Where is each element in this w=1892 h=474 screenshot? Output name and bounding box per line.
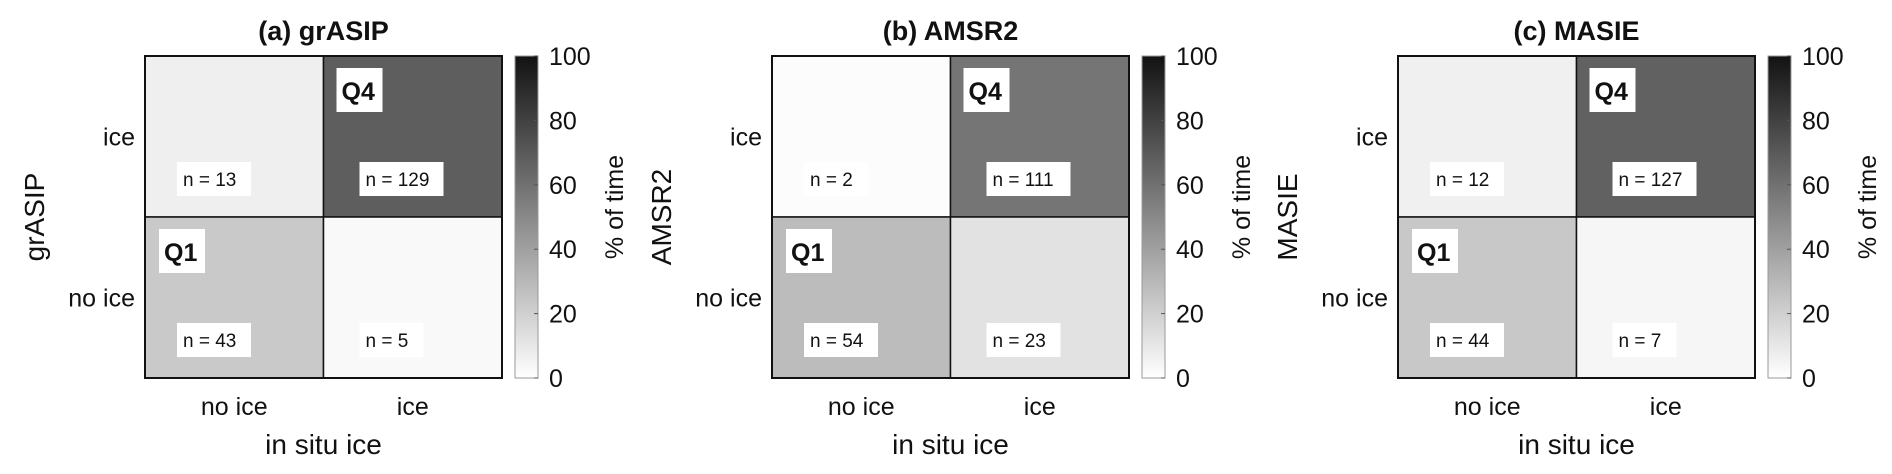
quadrant-label-box <box>963 68 1010 112</box>
quadrant-label: Q1 <box>1417 239 1450 267</box>
quadrant-label-box <box>786 229 832 273</box>
colorbar-tick-label: 80 <box>1176 107 1204 135</box>
x-tick-label: no ice <box>201 393 268 421</box>
axes-frame <box>144 55 503 379</box>
colorbar-tick-label: 20 <box>1802 301 1830 329</box>
count-label: n = 13 <box>183 170 236 191</box>
x-tick-label: ice <box>397 393 429 421</box>
count-label-box <box>359 162 444 196</box>
x-tick-label: no ice <box>1454 393 1521 421</box>
colorbar <box>514 55 539 379</box>
x-tick-label: ice <box>1024 393 1056 421</box>
count-label: n = 43 <box>183 331 236 352</box>
y-axis-label: AMSR2 <box>646 169 677 265</box>
colorbar-tick-label: 20 <box>1176 301 1204 329</box>
colorbar-tick-label: 0 <box>1176 365 1190 393</box>
panel-title: (b) AMSR2 <box>883 16 1019 46</box>
colorbar-tick-label: 100 <box>549 43 591 71</box>
count-label-box <box>1612 162 1697 196</box>
colorbar-tick-label: 100 <box>1802 43 1844 71</box>
colorbar-label: % of time <box>601 155 629 259</box>
y-axis-label: MASIE <box>1272 173 1303 260</box>
colorbar-tick-label: 40 <box>1802 236 1830 264</box>
count-label: n = 5 <box>366 331 409 352</box>
colorbar-tick-label: 80 <box>549 107 577 135</box>
panel-2: (c) MASIE n = 12 n = 127 Q4 n = 44 Q1 n = 7 no … <box>1272 16 1882 460</box>
panel-title: (c) MASIE <box>1513 16 1639 46</box>
count-label-box <box>177 323 251 357</box>
y-axis-label: grASIP <box>19 173 50 262</box>
quadrant-label-box <box>1412 229 1458 273</box>
y-tick-label: no ice <box>695 285 762 313</box>
count-label-box <box>177 162 251 196</box>
count-label-box <box>359 323 424 357</box>
axes-frame <box>1397 55 1756 379</box>
colorbar-label: % of time <box>1228 155 1256 259</box>
count-label: n = 12 <box>1436 170 1489 191</box>
count-label-box <box>1612 323 1677 357</box>
quadrant-label: Q4 <box>342 78 375 106</box>
count-label: n = 23 <box>993 331 1046 352</box>
count-label-box <box>804 162 868 196</box>
panel-1: (b) AMSR2 n = 2 n = 111 Q4 n = 54 Q1 n = 23 no … <box>646 16 1256 460</box>
y-tick-label: ice <box>103 124 135 152</box>
x-tick-label: ice <box>1650 393 1682 421</box>
axes-frame <box>771 55 1130 379</box>
count-label-box <box>804 323 878 357</box>
quadrant-label-box <box>336 68 383 112</box>
count-label-box <box>986 162 1071 196</box>
colorbar-tick-label: 80 <box>1802 107 1830 135</box>
panel-title: (a) grASIP <box>258 16 389 46</box>
quadrant-label-box <box>1589 68 1636 112</box>
count-label: n = 54 <box>810 331 864 352</box>
colorbar-tick-label: 0 <box>549 365 563 393</box>
colorbar-tick-label: 60 <box>1176 172 1204 200</box>
colorbar <box>1141 55 1166 379</box>
y-tick-label: no ice <box>68 285 135 313</box>
count-label: n = 111 <box>993 170 1054 191</box>
x-tick-label: no ice <box>828 393 895 421</box>
colorbar-label: % of time <box>1854 155 1882 259</box>
colorbar-tick-label: 40 <box>549 236 577 264</box>
quadrant-label: Q1 <box>164 239 197 267</box>
colorbar-tick-label: 40 <box>1176 236 1204 264</box>
count-label-box <box>1430 162 1504 196</box>
x-axis-label: in situ ice <box>265 429 382 460</box>
quadrant-label: Q4 <box>1595 78 1628 106</box>
quadrant-label: Q4 <box>969 78 1002 106</box>
colorbar-tick-label: 20 <box>549 301 577 329</box>
y-tick-label: ice <box>1356 124 1388 152</box>
count-label-box <box>1430 323 1504 357</box>
colorbar-tick-label: 60 <box>1802 172 1830 200</box>
quadrant-label-box <box>159 229 205 273</box>
count-label-box <box>986 323 1061 357</box>
colorbar-tick-label: 60 <box>549 172 577 200</box>
count-label: n = 44 <box>1436 331 1490 352</box>
x-axis-label: in situ ice <box>892 429 1009 460</box>
count-label: n = 129 <box>366 170 430 191</box>
x-axis-label: in situ ice <box>1518 429 1635 460</box>
panel-0: (a) grASIP n = 13 n = 129 Q4 n = 43 Q1 n = 5 no… <box>19 16 629 460</box>
count-label: n = 7 <box>1619 331 1662 352</box>
quadrant-label: Q1 <box>791 239 824 267</box>
count-label: n = 127 <box>1619 170 1683 191</box>
colorbar <box>1767 55 1792 379</box>
colorbar-tick-label: 100 <box>1176 43 1218 71</box>
y-tick-label: no ice <box>1321 285 1388 313</box>
y-tick-label: ice <box>730 124 762 152</box>
count-label: n = 2 <box>810 170 853 191</box>
colorbar-tick-label: 0 <box>1802 365 1816 393</box>
